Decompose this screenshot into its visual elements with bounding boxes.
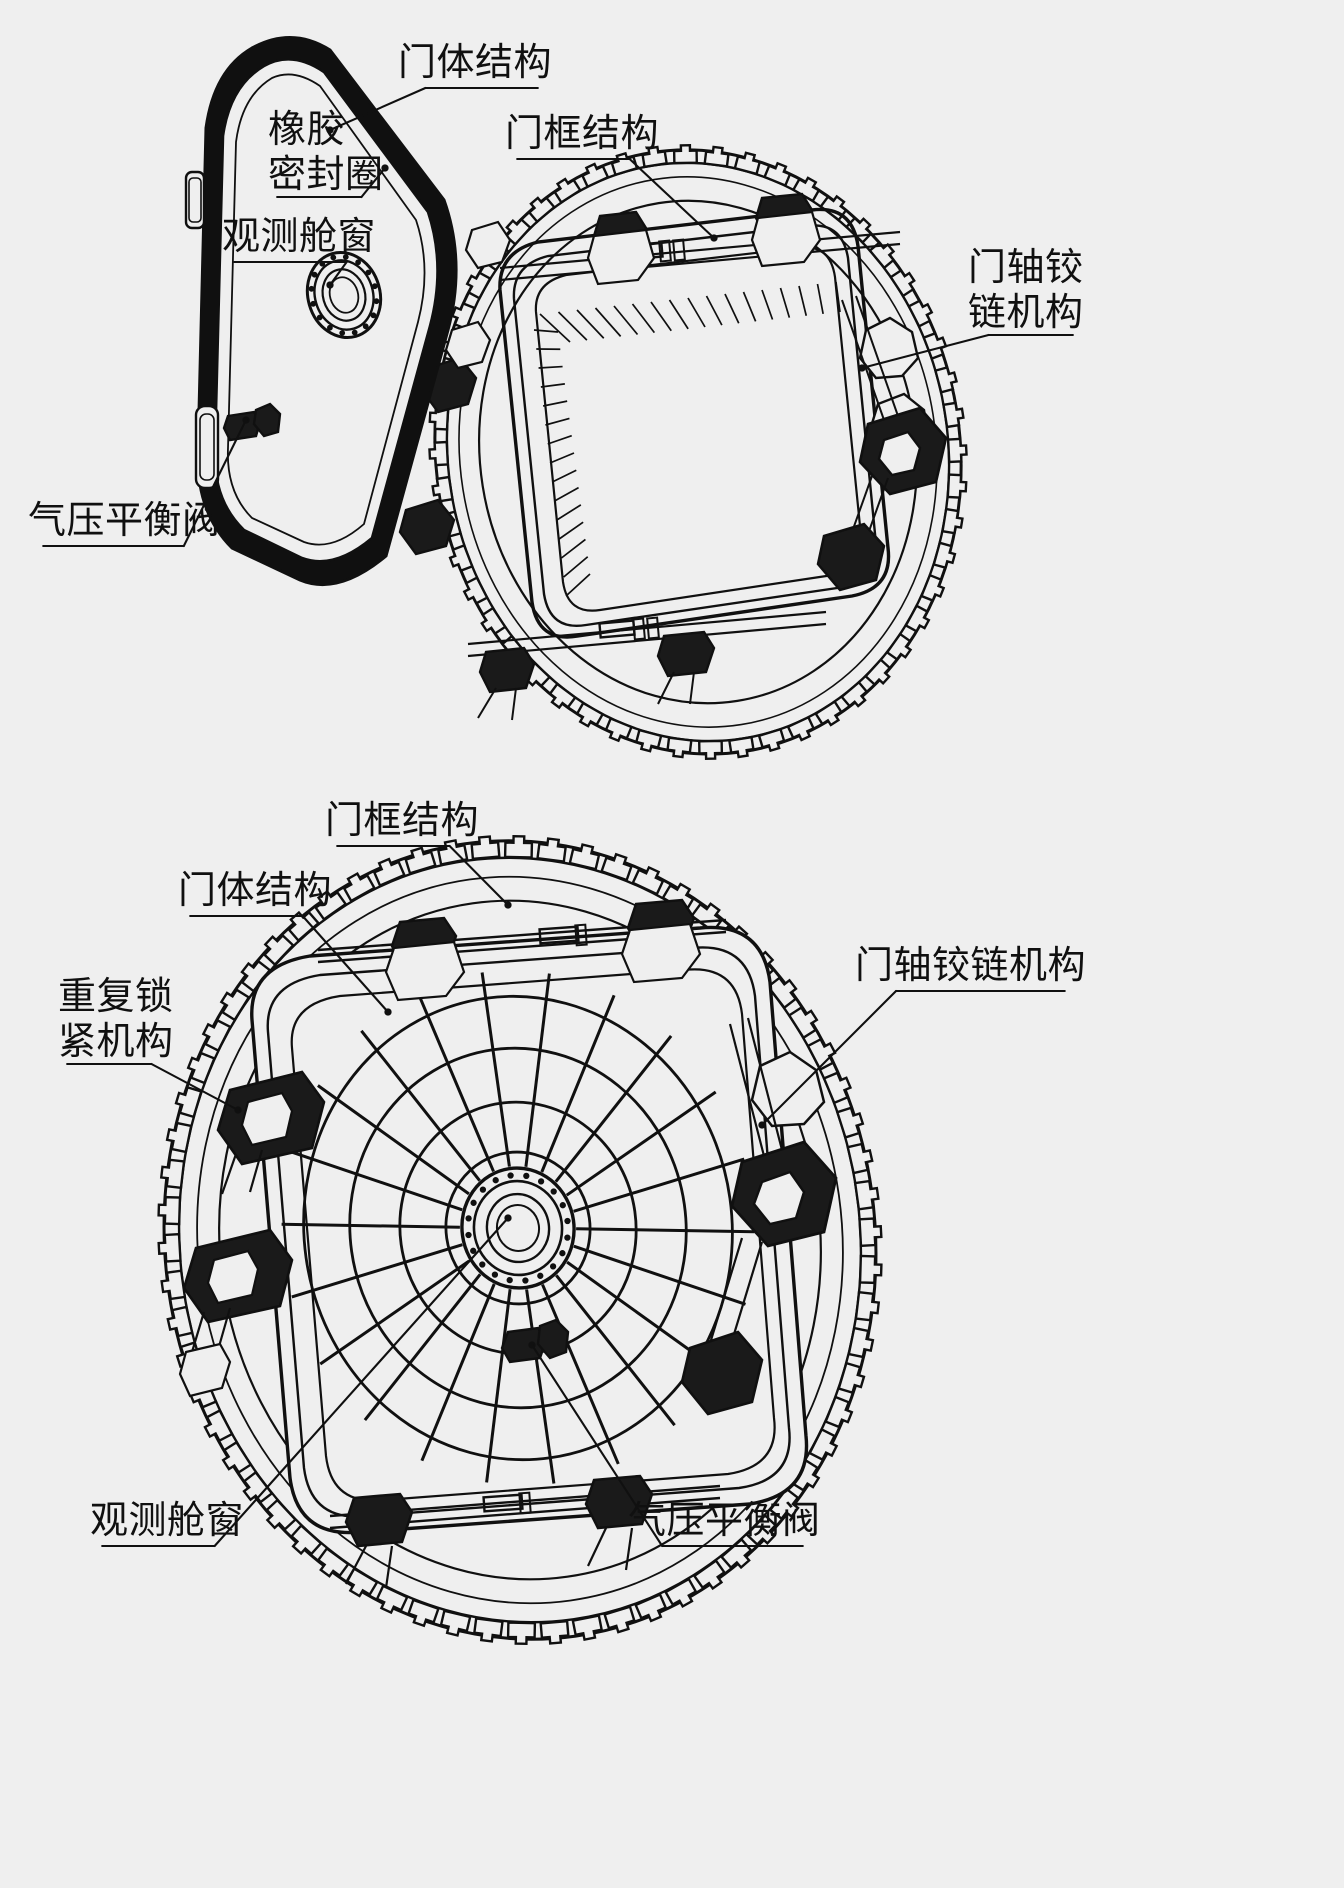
callout-label-line: 门体结构 [398,42,553,84]
callout-label-line: 门框结构 [505,113,660,155]
observation-window-lower [460,1166,576,1290]
callout-label-line: 门轴铰 [968,247,1084,289]
door-shaft-hinge-mechanism-upper [816,295,948,592]
leader-line-upper-view_port [233,260,348,289]
leader-line-lower-repeat_lock [66,1062,242,1114]
observation-window-upper [305,250,383,340]
callout-label-line: 门框结构 [325,800,480,842]
leader-line-upper-hinge [858,333,1074,372]
leader-line-lower-hinge [758,989,1066,1129]
lower-panel-drawing [157,834,883,1646]
leader-line-upper-balance_valve [42,416,250,548]
callout-label-line: 气压平衡阀 [628,1500,821,1542]
frame-latch-legs-lower [477,671,695,721]
callout-label-line: 重复锁 [58,976,174,1018]
door-frame-structure-upper [398,143,968,761]
frame-latch-blocks-bottom-lower [344,1474,654,1548]
callout-label-line: 橡胶 [268,109,346,151]
leader-line-upper-door_frame [516,157,718,242]
callout-label-line: 门轴铰链机构 [855,945,1087,987]
callout-label-line: 链机构 [968,291,1084,334]
door-body-radial-ribs [281,972,755,1484]
callout-label-lower-repeat_lock: 重复锁紧机构 [58,975,174,1065]
door-shaft-hinge-mechanism-lower [680,1017,838,1416]
leader-line-upper-door_body [326,86,539,134]
leader-line-lower-door_body [189,914,392,1016]
callout-label-line: 门体结构 [178,870,333,912]
callout-label-upper-balance_valve: 气压平衡阀 [28,500,221,543]
upper-panel-drawing [184,36,968,761]
repeatable-locking-mechanism [178,1070,326,1398]
frame-latch-blocks-lower [478,630,716,694]
callout-label-lower-balance_valve: 气压平衡阀 [628,1500,821,1543]
callout-label-upper-door_body: 门体结构 [398,42,552,85]
callout-label-line: 密封圈 [268,153,384,196]
door-body-structure-lower [250,925,809,1535]
callout-leader-lines [42,86,1074,1548]
frame-latch-legs-bottom-lower [345,1527,634,1589]
callout-label-lower-door_frame: 门框结构 [325,800,479,843]
leader-line-lower-door_frame [336,844,512,909]
callout-label-upper-hinge: 门轴铰链机构 [968,246,1084,336]
air-pressure-balance-valve-upper [222,402,282,442]
callout-label-upper-door_frame: 门框结构 [505,113,659,156]
aperture-rim-hatching [533,281,841,597]
leader-line-lower-view_port [101,1214,512,1548]
callout-label-upper-rubber_seal: 橡胶密封圈 [268,108,384,198]
callout-label-lower-view_port: 观测舱窗 [90,1500,244,1543]
door-body-structure-upper [184,36,458,587]
callout-label-line: 观测舱窗 [90,1500,245,1542]
callout-label-line: 观测舱窗 [222,216,377,258]
leader-line-lower-balance_valve [528,1341,804,1548]
frame-latch-brackets-top-lower [384,922,702,1002]
frame-bottom-actuator-beam [467,610,827,658]
frame-latch-blocks-left [398,220,512,556]
frame-latch-brackets-upper [586,210,822,286]
callout-label-line: 紧机构 [58,1020,174,1063]
callout-label-upper-view_port: 观测舱窗 [222,216,376,259]
door-edge-hinge-tabs [184,170,220,490]
air-pressure-balance-valve-lower [500,1318,570,1364]
leader-line-upper-rubber_seal [276,164,389,199]
callout-label-lower-door_body: 门体结构 [178,870,332,913]
callout-label-lower-hinge: 门轴铰链机构 [855,945,1086,988]
callout-label-line: 气压平衡阀 [28,500,221,542]
